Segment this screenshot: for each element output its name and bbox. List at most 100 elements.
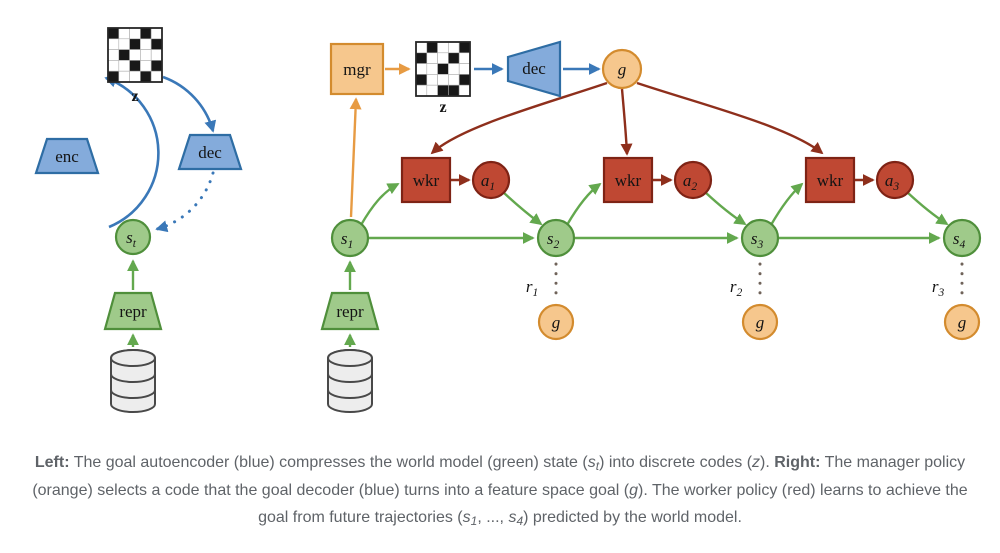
caption-segment: Left: xyxy=(34,454,70,471)
caption-segment: ) into discrete codes ( xyxy=(599,454,753,471)
action-node-3 xyxy=(875,160,915,200)
decoder-label: dec xyxy=(198,143,222,162)
code-cell xyxy=(118,60,130,72)
caption-segment: Right: xyxy=(774,454,821,471)
code-cell xyxy=(150,70,163,83)
replay-buffer-icon xyxy=(327,349,373,413)
arrow-encoder-to-code xyxy=(104,75,160,229)
state-label-2: s2 xyxy=(547,229,560,251)
caption-segment: s xyxy=(587,454,596,471)
code-cell xyxy=(426,63,438,75)
code-cell xyxy=(140,60,152,72)
code-cell xyxy=(118,38,130,50)
arrow-decoder-to-state-dotted xyxy=(155,171,215,233)
state-label: st xyxy=(126,228,137,250)
code-cell xyxy=(437,84,449,97)
code-cell xyxy=(448,41,460,54)
database-low-disc xyxy=(327,389,373,399)
state-label-3: s3 xyxy=(751,229,764,251)
code-cell xyxy=(437,41,449,54)
code-cell xyxy=(415,52,428,64)
code-cell xyxy=(118,70,130,83)
database-low-disc xyxy=(110,389,156,399)
arrow-state2-to-worker2 xyxy=(565,182,602,226)
caption-segment: t xyxy=(595,459,600,473)
code-cell xyxy=(415,41,428,54)
goal-node xyxy=(601,48,643,90)
caption-segment: s xyxy=(462,509,471,527)
goal-node-step-1 xyxy=(537,303,575,341)
code-cell xyxy=(118,49,130,61)
code-cell xyxy=(129,60,141,72)
code-cell xyxy=(140,27,152,40)
arrow-state3-to-worker3 xyxy=(769,182,804,226)
database-top-disc xyxy=(327,349,373,367)
database-mid-disc xyxy=(110,373,156,383)
discrete-code-image xyxy=(107,27,163,83)
caption-segment: , ..., xyxy=(477,509,509,527)
code-cell xyxy=(140,38,152,50)
figure-caption: Left: The goal autoencoder (blue) compre… xyxy=(24,449,976,532)
code-cell xyxy=(415,63,428,75)
code-cell xyxy=(415,74,428,86)
arrow-goal-to-worker-2 xyxy=(620,88,633,156)
diagram-canvas: z enc dec st repr xyxy=(34,27,982,413)
reward-label-1: r1 xyxy=(526,277,538,299)
database-mid-disc xyxy=(327,373,373,383)
worker-label-1: wkr xyxy=(413,171,440,190)
code-cell xyxy=(140,49,152,61)
code-cell xyxy=(448,84,460,97)
state-node-2 xyxy=(536,218,576,258)
goal-step-label-1: g xyxy=(552,313,561,332)
code-cell xyxy=(107,70,120,83)
action-label-2: a2 xyxy=(683,171,698,193)
arrow-state1-to-manager xyxy=(349,97,362,218)
database-top-disc xyxy=(110,349,156,367)
goal-label: g xyxy=(618,60,627,79)
action-label-1: a1 xyxy=(481,171,495,193)
code-cell xyxy=(426,41,438,54)
arrow-action3-to-state4 xyxy=(906,191,949,226)
code-cell xyxy=(107,60,120,72)
goal-decoder-trapezoid xyxy=(506,40,562,98)
code-cell xyxy=(448,63,460,75)
caption-segment: z xyxy=(752,454,761,471)
goal-node-step-2 xyxy=(741,303,779,341)
figure: z enc dec st repr xyxy=(24,27,982,532)
repr-trapezoid xyxy=(103,291,163,331)
code-cell xyxy=(150,60,163,72)
repr-label: repr xyxy=(119,302,147,321)
manager-label: mgr xyxy=(343,60,371,79)
code-cell xyxy=(426,74,438,86)
worker-node-2 xyxy=(602,156,654,204)
code-cell xyxy=(129,27,141,40)
state-node xyxy=(114,218,152,256)
code-cell xyxy=(150,49,163,61)
caption-segment: ). The worker policy (red) learns to ach… xyxy=(258,481,968,527)
manager-worker-diagram: mgr z dec g wkr wkr wkr a1 a2 a3 s1 s2 s… xyxy=(320,40,982,413)
code-image-border xyxy=(107,27,163,83)
caption-segment: g xyxy=(629,481,639,499)
state-label-1: s1 xyxy=(341,229,353,251)
arrow-code-to-decoder xyxy=(162,75,217,133)
code-cell xyxy=(140,70,152,83)
goal-step-label-2: g xyxy=(756,313,765,332)
caption-segment: The manager policy (orange) selects a co… xyxy=(32,454,966,499)
code-cell xyxy=(107,49,120,61)
code-cell xyxy=(458,52,471,64)
arrow-action2-to-state3 xyxy=(704,191,747,226)
code-label: z xyxy=(439,99,446,116)
code-cell xyxy=(458,41,471,54)
arrow-action1-to-state2 xyxy=(502,191,543,226)
worker-label-2: wkr xyxy=(615,171,642,190)
repr-label: repr xyxy=(336,302,364,321)
code-cell xyxy=(458,84,471,97)
decoder-trapezoid xyxy=(177,133,243,171)
goal-autoencoder-diagram: z enc dec st repr xyxy=(34,27,243,413)
code-cell xyxy=(437,63,449,75)
state-node-4 xyxy=(942,218,982,258)
code-cell xyxy=(437,52,449,64)
encoder-trapezoid xyxy=(34,137,100,175)
encoder-label: enc xyxy=(55,147,79,166)
code-cell xyxy=(129,70,141,83)
